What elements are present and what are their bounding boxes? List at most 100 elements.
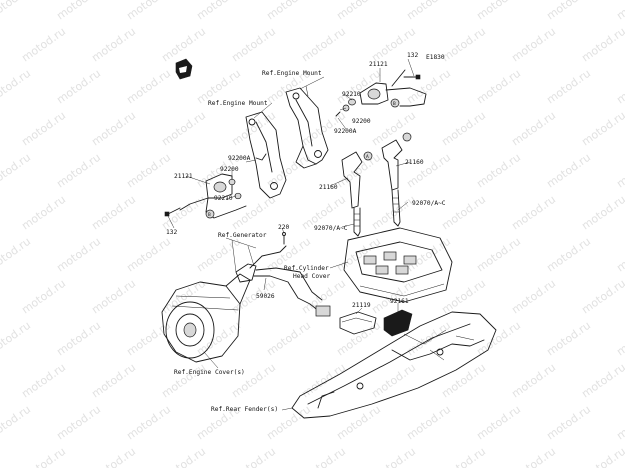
watermark-text: motod.ru xyxy=(0,0,33,22)
watermark-text: motod.ru xyxy=(159,277,208,317)
watermark-text: motod.ru xyxy=(159,25,208,65)
label-59026: 59026 xyxy=(256,293,275,300)
watermark-text: motod.ru xyxy=(54,319,103,359)
label-92200A-left: 92200A xyxy=(228,155,251,162)
watermark-text: motod.ru xyxy=(404,403,453,443)
label-21119: 21119 xyxy=(352,302,371,309)
watermark-text: motod.ru xyxy=(124,67,173,107)
leader-lines xyxy=(167,58,415,411)
watermark-text: motod.ru xyxy=(124,0,173,22)
watermark-text: motod.ru xyxy=(439,445,488,468)
engine-mount-bracket-right xyxy=(285,85,329,169)
watermark-text: motod.ru xyxy=(439,277,488,317)
watermark-text: motod.ru xyxy=(404,319,453,359)
watermark-text: motod.ru xyxy=(614,319,625,359)
watermark-text: motod.ru xyxy=(334,67,383,107)
watermark-text: motod.ru xyxy=(404,235,453,275)
watermark-text: motod.ru xyxy=(439,25,488,65)
module-92161 xyxy=(383,309,413,337)
watermark-text: motod.ru xyxy=(439,361,488,401)
watermark-text: motod.ru xyxy=(124,235,173,275)
label-132-left: 132 xyxy=(166,229,177,236)
watermark-text: motod.ru xyxy=(299,25,348,65)
watermark-text: motod.ru xyxy=(579,109,625,149)
watermark-text: motod.ru xyxy=(614,67,625,107)
watermark-text: motod.ru xyxy=(54,0,103,22)
watermark-text: motod.ru xyxy=(194,0,243,22)
marker-b-right: B xyxy=(393,101,396,107)
watermark-text: motod.ru xyxy=(614,151,625,191)
watermark-text: motod.ru xyxy=(579,445,625,468)
watermark-text: motod.ru xyxy=(264,319,313,359)
watermark-text: motod.ru xyxy=(159,109,208,149)
watermark-text: motod.ru xyxy=(509,361,558,401)
watermark-text: motod.ru xyxy=(614,403,625,443)
label-21121-right: 21121 xyxy=(369,61,388,68)
watermark-text: motod.ru xyxy=(19,277,68,317)
watermark-text: motod.ru xyxy=(614,235,625,275)
watermark-text: motod.ru xyxy=(19,361,68,401)
watermark-text: motod.ru xyxy=(439,109,488,149)
watermark-text: motod.ru xyxy=(89,109,138,149)
label-head-cover: Head Cover xyxy=(293,273,331,280)
watermark-text: motod.ru xyxy=(509,193,558,233)
label-220: 220 xyxy=(278,224,289,231)
watermark-text: motod.ru xyxy=(0,67,33,107)
watermark-text: motod.ru xyxy=(544,151,593,191)
watermark-text: motod.ru xyxy=(334,0,383,22)
cylinder-head-cover xyxy=(343,227,453,303)
watermark-text: motod.ru xyxy=(159,361,208,401)
label-132-right: 132 xyxy=(407,52,418,59)
watermark-text: motod.ru xyxy=(544,403,593,443)
watermark-text: motod.ru xyxy=(579,277,625,317)
marker-b-left: B xyxy=(208,212,211,218)
label-21160-right: 21160 xyxy=(405,159,424,166)
watermark-text: motod.ru xyxy=(89,277,138,317)
watermark-text: motod.ru xyxy=(229,25,278,65)
rear-fender xyxy=(291,311,497,419)
watermark-text: motod.ru xyxy=(229,361,278,401)
watermark-text: motod.ru xyxy=(579,361,625,401)
label-92070-right: 92070/A~C xyxy=(412,200,446,207)
generator-assembly xyxy=(161,273,251,363)
watermark-text: motod.ru xyxy=(474,235,523,275)
watermark-text: motod.ru xyxy=(54,403,103,443)
watermark-text: motod.ru xyxy=(579,25,625,65)
watermark-text: motod.ru xyxy=(614,0,625,22)
watermark-text: motod.ru xyxy=(334,403,383,443)
watermark-text: motod.ru xyxy=(369,109,418,149)
label-ref-generator: Ref.Generator xyxy=(218,232,267,239)
watermark-text: motod.ru xyxy=(124,319,173,359)
label-92161: 92161 xyxy=(390,298,409,305)
watermark-text: motod.ru xyxy=(474,67,523,107)
watermark-text: motod.ru xyxy=(124,403,173,443)
watermark-text: motod.ru xyxy=(54,151,103,191)
label-92200-left: 92200 xyxy=(220,166,239,173)
watermark-text: motod.ru xyxy=(0,319,33,359)
watermark-text: motod.ru xyxy=(404,151,453,191)
watermark-text: motod.ru xyxy=(369,445,418,468)
watermark-text: motod.ru xyxy=(19,193,68,233)
watermark-text: motod.ru xyxy=(404,0,453,22)
watermark-text: motod.ru xyxy=(264,0,313,22)
watermark-text: motod.ru xyxy=(299,445,348,468)
watermark-text: motod.ru xyxy=(299,361,348,401)
label-ref-cylinder: Ref.Cylinder xyxy=(284,265,329,272)
watermark-text: motod.ru xyxy=(89,25,138,65)
watermark-text: motod.ru xyxy=(54,235,103,275)
front-arrow-icon xyxy=(175,58,193,80)
marker-a-left: A xyxy=(366,154,369,160)
label-92200-right: 92200 xyxy=(352,118,371,125)
label-ref-engine-mount-left: Ref.Engine Mount xyxy=(208,100,268,107)
watermark-text: motod.ru xyxy=(439,193,488,233)
watermark-text: motod.ru xyxy=(474,0,523,22)
watermark-text: motod.ru xyxy=(19,25,68,65)
engine-mount-bracket-left xyxy=(245,111,287,199)
label-92200A-right: 92200A xyxy=(334,128,357,135)
watermark-text: motod.ru xyxy=(509,277,558,317)
stick-coil-21160-right xyxy=(381,132,412,227)
watermark-text: motod.ru xyxy=(54,67,103,107)
watermark-text: motod.ru xyxy=(544,67,593,107)
ignition-coil-wire-right: B xyxy=(359,69,427,108)
